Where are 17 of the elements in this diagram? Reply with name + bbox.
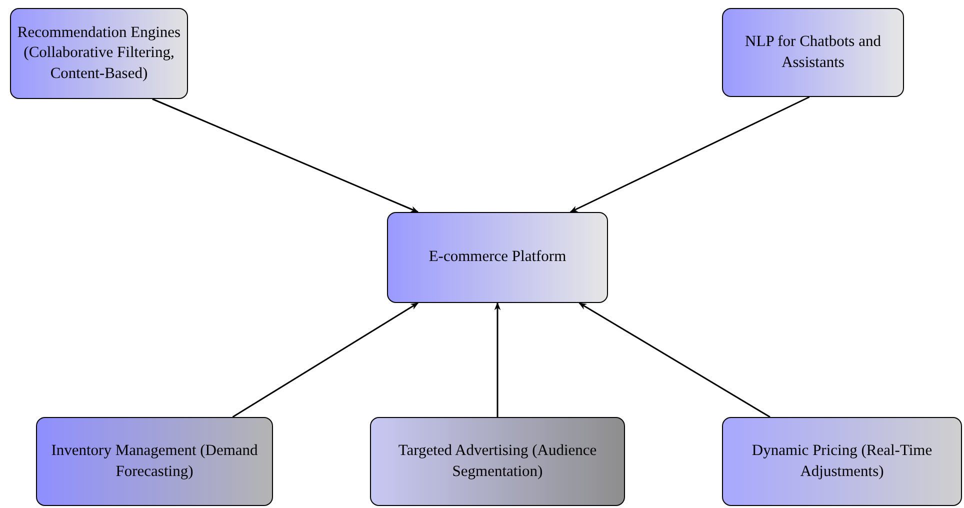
box-label: E-commerce Platform xyxy=(428,247,566,268)
arrow xyxy=(232,302,419,418)
process-box xyxy=(370,417,625,506)
box-label: NLP for Chatbots and Assistants xyxy=(744,32,882,72)
process-box xyxy=(722,417,962,506)
process-box xyxy=(387,212,608,303)
arrow xyxy=(570,96,810,213)
process-box xyxy=(10,8,188,99)
process-box xyxy=(722,8,904,97)
arrow xyxy=(152,98,419,213)
arrow xyxy=(578,302,770,418)
process-box xyxy=(36,417,273,506)
arrow xyxy=(494,302,501,417)
box-label: Inventory Management (Demand Forecasting) xyxy=(50,441,259,482)
box-label: Recommendation Engines (Collaborative Filtering, Content-Based) xyxy=(16,23,182,84)
box-label: Targeted Advertising (Audience Segmentation) xyxy=(397,441,598,482)
box-label: Dynamic Pricing (Real-Time Adjustments) xyxy=(750,441,934,482)
